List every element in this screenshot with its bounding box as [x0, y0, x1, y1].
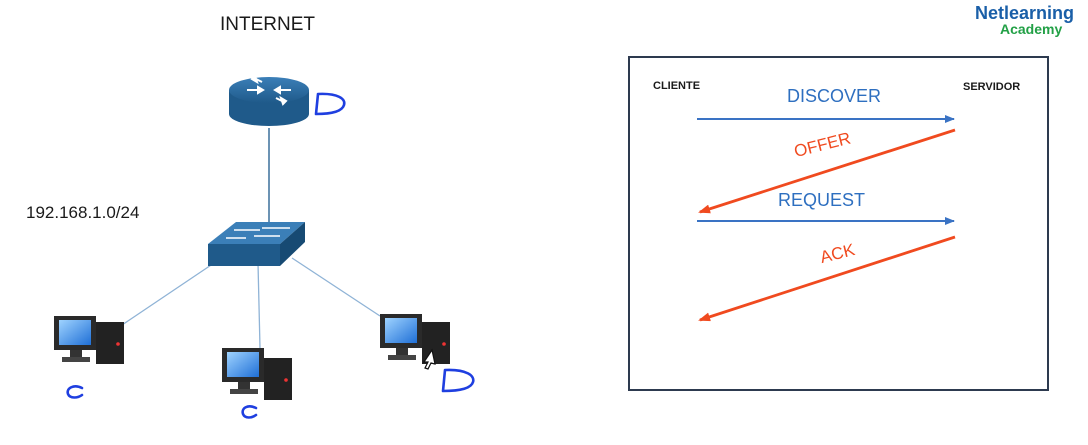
handwritten-annotations [66, 92, 475, 419]
link-switch-host1 [121, 254, 227, 326]
link-switch-host3 [291, 257, 381, 317]
host-computer-2 [222, 348, 292, 400]
client-label: CLIENTE [653, 80, 701, 92]
host3-annotation-d [441, 368, 475, 393]
host-computer-1 [54, 316, 124, 364]
host2-annotation-c [241, 405, 258, 419]
logo-netlearning: Netlearning [975, 3, 1075, 23]
offer-arrow [698, 128, 956, 214]
router-annotation-d [314, 92, 346, 116]
host-computer-3 [380, 314, 450, 364]
subnet-label: 192.168.1.0/24 [26, 203, 140, 222]
internet-label: INTERNET [220, 14, 315, 35]
ack-arrow [698, 235, 956, 322]
server-label: SERVIDOR [963, 81, 1021, 93]
host1-annotation-c [66, 385, 84, 399]
mouse-cursor-icon [422, 348, 436, 370]
network-links [121, 128, 381, 349]
router-icon [229, 74, 309, 126]
dhcp-exchange-frame [628, 56, 1049, 391]
request-label: REQUEST [778, 190, 866, 210]
logo-academy: Academy [1000, 21, 1063, 37]
link-switch-host2 [257, 262, 261, 349]
dhcp-arrows [697, 115, 956, 322]
discover-label: DISCOVER [787, 86, 882, 106]
switch-icon [208, 222, 305, 266]
